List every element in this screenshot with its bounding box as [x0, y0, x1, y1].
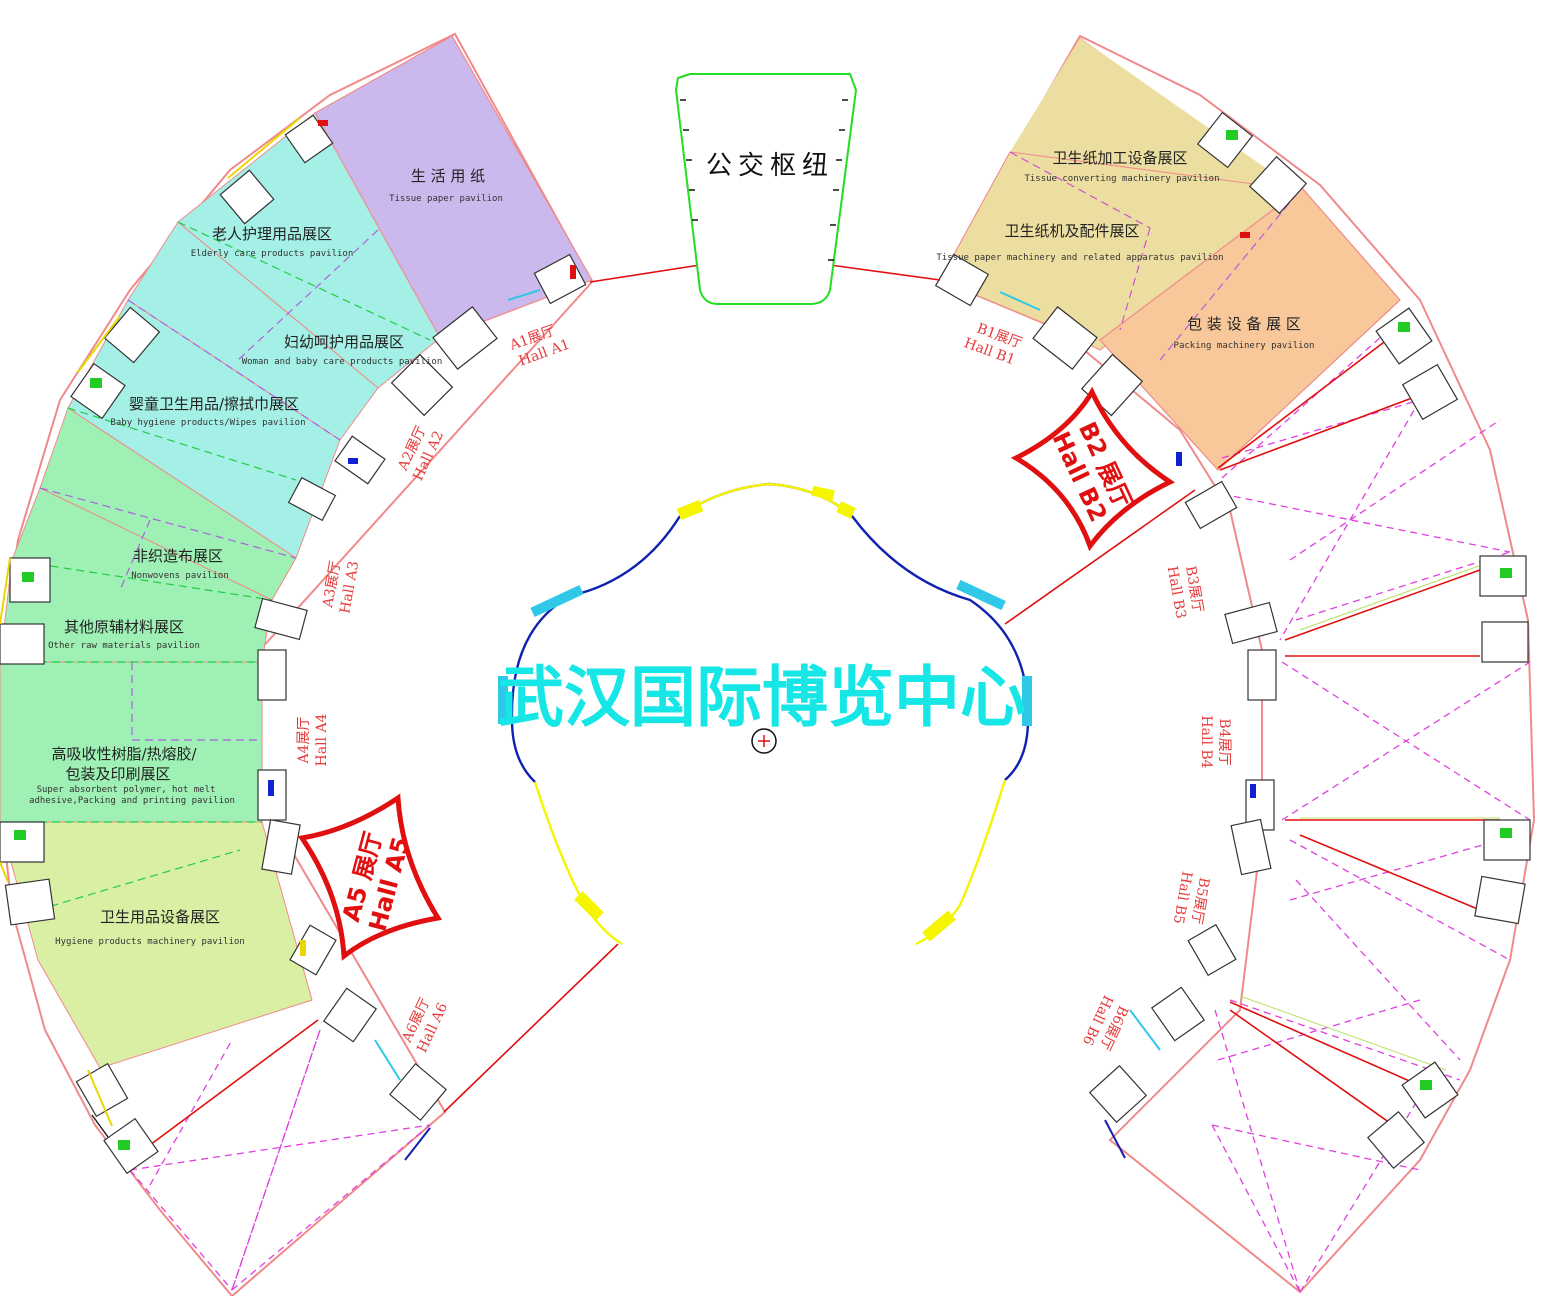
center-hall-blue-outline — [510, 482, 1030, 783]
hall-B4-en: Hall B4 — [1198, 715, 1214, 768]
zone-labels: 生 活 用 纸 Tissue paper pavilion 老人护理用品展区 E… — [29, 149, 1314, 947]
label-nonwovens-en: Nonwovens pavilion — [131, 571, 229, 581]
hall-A4-cn: A4展厅 — [296, 716, 312, 764]
zone-hygiene[interactable] — [0, 821, 313, 1069]
bus-hub-label: 公交枢纽 — [706, 151, 834, 181]
center-marker-cross — [758, 735, 770, 747]
right-inner-service-blocks — [934, 253, 1278, 1124]
label-hygiene-en: Hygiene products machinery pavilion — [55, 937, 245, 947]
hall-B5[interactable]: B5展厅 Hall B5 — [1170, 870, 1213, 928]
left-red-line — [149, 1019, 319, 1146]
left-accent-marks — [14, 120, 576, 1150]
hall-B1[interactable]: B1展厅 Hall B1 — [962, 318, 1025, 369]
label-woman-cn: 妇幼呵护用品展区 — [284, 333, 404, 351]
label-sap-en: Super absorbent polymer, hot melt — [37, 785, 216, 795]
label-sap-cn2: 包装及印刷展区 — [65, 765, 170, 783]
label-packing-en: Packing machinery pavilion — [1174, 341, 1315, 351]
connector-lines — [443, 264, 1196, 1113]
label-converting-cn: 卫生纸加工设备展区 — [1052, 149, 1187, 167]
right-hint-lines — [1239, 561, 1500, 1071]
label-tpm-en: Tissue paper machinery and related appar… — [936, 253, 1223, 263]
label-sap-cn: 高吸收性树脂/热熔胶/ — [51, 745, 197, 763]
label-baby-cn: 婴童卫生用品/擦拭巾展区 — [129, 395, 299, 413]
right-accent-marks — [1176, 130, 1512, 1090]
left-magenta-lines — [129, 1029, 431, 1291]
venue-title: 武汉国际博览中心 — [498, 659, 1026, 736]
badge-B2[interactable]: B2 展厅 Hall B2 — [1010, 386, 1176, 552]
label-elderly-en: Elderly care products pavilion — [191, 249, 354, 259]
label-baby-en: Baby hygiene products/Wipes pavilion — [110, 418, 305, 428]
left-cyan-corridor — [374, 289, 541, 1081]
hall-A4-en: Hall A4 — [314, 713, 330, 766]
left-inner-service-blocks — [254, 253, 587, 1122]
left-blue-stub — [404, 1127, 431, 1161]
hall-B6[interactable]: B6展厅 Hall B6 — [1079, 993, 1132, 1056]
right-magenta-lines — [1211, 319, 1531, 1293]
left-wing — [0, 32, 594, 1296]
hall-B3[interactable]: B3展厅 Hall B3 — [1164, 562, 1207, 620]
label-converting-en: Tissue converting machinery pavilion — [1024, 174, 1219, 184]
label-woman-en: Woman and baby care products pavilion — [242, 357, 442, 367]
label-tissue-cn: 生 活 用 纸 — [411, 167, 485, 185]
left-outer-service-blocks — [0, 114, 334, 1175]
label-elderly-cn: 老人护理用品展区 — [212, 225, 332, 243]
badge-A5[interactable]: A5 展厅 Hall A5 — [297, 793, 443, 961]
label-hygiene-cn: 卫生用品设备展区 — [100, 908, 220, 926]
label-nonwovens-cn: 非织造布展区 — [133, 547, 223, 565]
bus-hub: 公交枢纽 — [674, 73, 858, 305]
hall-A4[interactable]: A4展厅 Hall A4 — [296, 713, 330, 766]
hall-B4-cn: B4展厅 — [1216, 718, 1232, 765]
center-marker — [751, 728, 777, 754]
right-cyan-corridor — [999, 291, 1161, 1051]
right-blue-stub — [1104, 1119, 1126, 1159]
right-red-lines — [1217, 329, 1500, 1131]
left-yellow-corridor — [0, 117, 301, 1127]
label-packing-cn: 包 装 设 备 展 区 — [1187, 315, 1301, 333]
hall-B4[interactable]: B4展厅 Hall B4 — [1198, 715, 1232, 768]
bus-hub-outline — [674, 73, 858, 305]
label-tpm-cn: 卫生纸机及配件展区 — [1004, 222, 1139, 240]
label-sap-en2: adhesive,Packing and printing pavilion — [29, 796, 235, 806]
label-other-cn: 其他原辅材料展区 — [64, 618, 184, 636]
center-hall: 武汉国际博览中心 — [498, 482, 1032, 946]
label-tissue-en: Tissue paper pavilion — [389, 194, 503, 204]
label-other-en: Other raw materials pavilion — [48, 641, 200, 651]
right-wing — [934, 34, 1536, 1294]
zone-packing[interactable] — [1099, 187, 1401, 471]
right-dashed-lines — [1009, 151, 1301, 361]
